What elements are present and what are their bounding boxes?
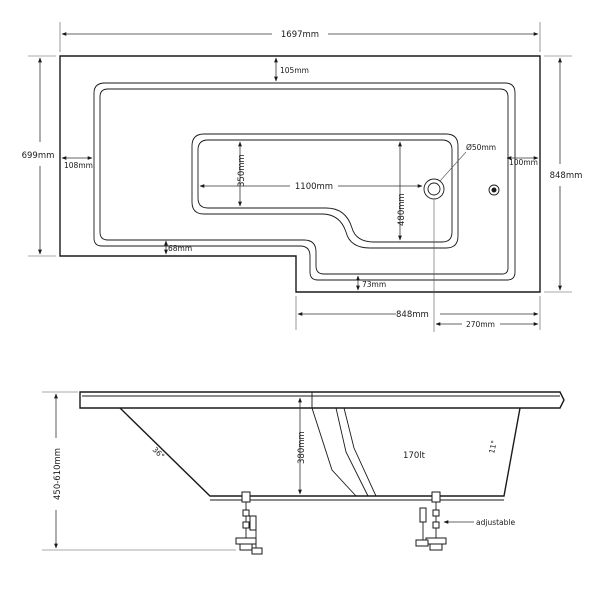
dim-left-rim: 108mm: [64, 161, 93, 170]
plan-basin-outline: [191, 133, 459, 249]
dim-right-width: 848mm: [550, 171, 583, 181]
dim-overall-length: 1697mm: [281, 30, 319, 40]
dim-inner-right-width: 480mm: [397, 193, 407, 226]
leg-left: [235, 491, 263, 555]
dim-top-rim: 105mm: [280, 66, 309, 75]
dim-lower-length: 848mm: [396, 310, 429, 320]
left-angle-label: 36°: [151, 445, 167, 461]
plan-rim-inner-outline: [99, 88, 509, 275]
right-angle-label: 11°: [487, 439, 499, 454]
leg-right: [415, 491, 447, 551]
waste-outer-icon: [423, 178, 445, 200]
plan-view: 1697mm 699mm 848mm 105mm 108mm 100mm 350…: [22, 22, 583, 332]
dim-bottom-rim-left: 68mm: [168, 244, 192, 253]
elevation-tub-body: [119, 407, 521, 497]
elevation-view: adjustable 450-610mm 380mm 170lt 36° 11°: [42, 391, 565, 555]
overflow-center-icon: [491, 187, 497, 193]
capacity-label: 170lt: [403, 451, 426, 461]
dim-inner-width: 350mm: [237, 154, 247, 187]
dim-depth: 380mm: [297, 431, 307, 464]
waste-label: Ø50mm: [466, 143, 496, 152]
plan-rim-outline: [93, 82, 516, 281]
dim-inner-length: 1100mm: [295, 182, 333, 192]
dim-overall-height: 450-610mm: [53, 448, 63, 500]
waste-inner-icon: [427, 182, 441, 196]
elevation-rim: [79, 391, 565, 409]
plan-outer-outline: [59, 55, 541, 293]
legs-note: adjustable: [476, 518, 515, 527]
plan-basin-inner-outline: [197, 139, 453, 243]
dim-waste-offset: 270mm: [466, 320, 495, 329]
dim-bottom-rim-right: 73mm: [362, 280, 386, 289]
dim-right-rim: 100mm: [509, 158, 538, 167]
dim-left-width: 699mm: [22, 151, 55, 161]
overflow-icon: [488, 184, 500, 196]
